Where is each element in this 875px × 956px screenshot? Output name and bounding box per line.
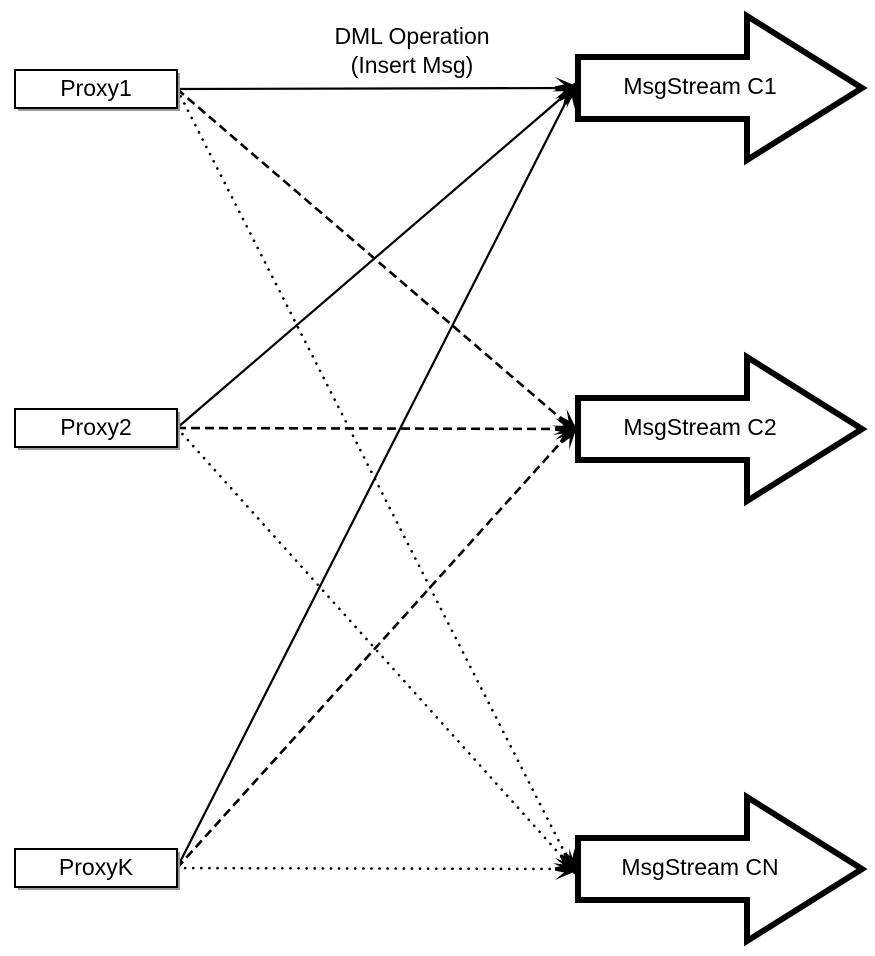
link-pk-c1: [176, 87, 574, 869]
stream-stream_c2[interactable]: MsgStream C2: [575, 351, 868, 507]
node-proxy2[interactable]: Proxy2: [14, 408, 180, 450]
node-label: Proxy2: [60, 414, 132, 440]
link-p2-c2: [176, 426, 574, 431]
edge-caption-line1: DML Operation: [334, 23, 489, 49]
node-label: Proxy1: [60, 75, 132, 101]
edge-caption-group: DML Operation (Insert Msg): [334, 23, 489, 78]
streams-layer: MsgStream C1 MsgStream C2 MsgStream CN: [575, 10, 868, 947]
node-rect: [14, 408, 178, 448]
arrowhead-icon: [552, 423, 579, 450]
stream-arrow-shape: [575, 351, 868, 507]
node-label: ProxyK: [59, 854, 134, 880]
stream-arrow-shape: [575, 791, 868, 947]
stream-arrow-shape: [575, 10, 868, 166]
stream-label: MsgStream C1: [623, 73, 776, 99]
link-pk-c2: [176, 428, 574, 869]
stream-stream_cn[interactable]: MsgStream CN: [575, 791, 868, 947]
link-line-dotted: [175, 866, 575, 871]
link-p2-cn: [175, 426, 575, 871]
link-line-solid: [176, 86, 574, 91]
node-rect: [14, 848, 178, 888]
link-pk-cn: [175, 866, 575, 871]
stream-label: MsgStream C2: [623, 414, 776, 440]
link-p2-c1: [176, 87, 574, 429]
arrowheads-layer: [552, 77, 581, 880]
links-layer: [175, 86, 575, 871]
link-line-dotted: [175, 426, 575, 871]
link-line-dashed: [176, 426, 574, 431]
link-line-solid: [176, 87, 574, 429]
link-line-solid: [176, 87, 574, 869]
node-proxyk[interactable]: ProxyK: [14, 848, 180, 890]
link-line-dashed: [176, 428, 574, 869]
node-rect: [14, 69, 178, 109]
link-p1-c1: [176, 86, 574, 91]
stream-label: MsgStream CN: [621, 854, 778, 880]
stream-stream_c1[interactable]: MsgStream C1: [575, 10, 868, 166]
arrowhead-icon: [555, 80, 577, 110]
arrowhead-icon: [554, 857, 581, 880]
edge-caption-line2: (Insert Msg): [351, 52, 474, 78]
node-proxy1[interactable]: Proxy1: [14, 69, 180, 111]
